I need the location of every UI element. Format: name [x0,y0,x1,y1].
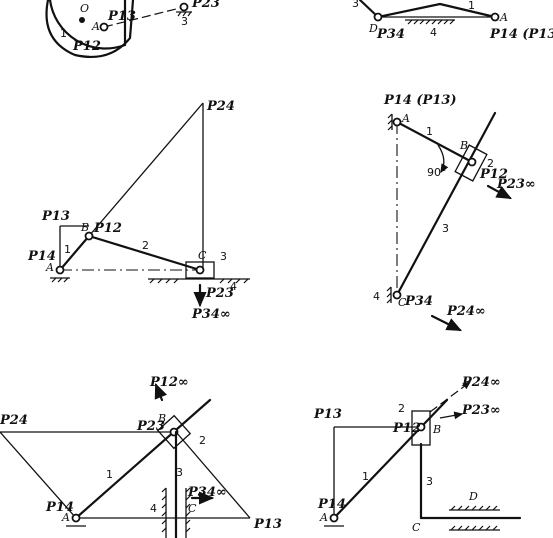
p12-label-f: P12 [392,421,421,436]
label-3f: 3 [426,475,433,488]
label-a-b: A [499,11,508,24]
label-1e: 1 [106,468,113,481]
p24-label-b: P24 [206,99,235,114]
label-3c: 3 [220,250,227,263]
p34-label: P34 [376,27,405,42]
p13-label-b: P13 [41,209,70,224]
pin-a2 [490,12,500,22]
label-b3: B [80,221,89,234]
figure-5: P12∞ P24 P23 B 2 1 3 4 A C P14 P34∞ P13 [0,375,282,538]
p24-label-f: P24∞ [461,375,501,390]
cam-circle [48,0,127,50]
p13-label-f: P13 [313,407,342,422]
label-c5: C [188,502,197,515]
label-d: D [368,22,378,35]
pin-a [99,22,109,32]
label-a4: A [401,112,410,125]
p34-label-d: P34 [404,294,433,309]
p12-label-e: P12∞ [149,375,189,390]
label-a6: A [319,511,328,524]
p14p13-label-d: P14 (P13) [383,93,457,108]
label-2f: 2 [398,402,405,415]
figure-3: P24 P13 P14 P12 B A C 1 2 3 4 P23 P34∞ [27,99,250,322]
label-3: 3 [181,15,188,28]
p23-label-b: P23 [205,286,234,301]
p34-label-e: P34∞ [187,485,227,500]
label-b6: B [432,423,441,436]
center-o [79,17,85,23]
p12-label-d: P12 [479,167,508,182]
slider-block [185,261,215,279]
label-a5: A [61,511,70,524]
label-4b: 4 [430,26,437,39]
label-3b: 3 [352,0,359,10]
label-4e: 4 [150,502,157,515]
label-c4: C [398,296,407,309]
p14-label-f: P14 [317,497,346,512]
slider-b5 [156,414,192,450]
p24-label-e: P24 [0,413,28,428]
p14-label-e: P14 [45,500,74,515]
label-1c: 1 [64,243,71,256]
label-a: A [91,20,100,33]
pin-d [373,12,383,22]
label-a3: A [45,261,54,274]
p13-label: P13 [107,9,136,24]
label-4d: 4 [373,290,380,303]
label-1f: 1 [362,470,369,483]
label-c3: C [198,249,207,262]
figure-2: 3 1 4 D A P34 P14 (P13) [352,0,553,42]
circle-arc [45,0,135,59]
label-o: O [80,2,89,15]
figure-6: P24∞ P23∞ P13 2 P12 B 1 3 P14 A C D [313,375,522,534]
p13-label-e: P13 [253,517,282,532]
p34-label-b: P34∞ [191,307,231,322]
p12-label: P12 [72,39,101,54]
p14p13-label: P14 (P13) [489,27,553,42]
link-dash [103,6,185,28]
p24-label-d: P24∞ [446,304,486,319]
label-1d: 1 [426,125,433,138]
p23-label-e: P23 [136,419,165,434]
p23-label-f: P23∞ [461,403,501,418]
label-4c: 4 [230,280,237,293]
p23-label-d: P23∞ [496,177,536,192]
figure-1: O A 1 3 P13 P12 P23 [45,0,220,59]
label-3d: 3 [442,222,449,235]
label-2c: 2 [142,239,149,252]
label-b5: B [157,412,166,425]
angle-90: 90° [427,166,447,179]
label-2e: 2 [199,434,206,447]
p14-label-b: P14 [27,249,56,264]
label-c6: C [412,521,421,534]
p12-label-b: P12 [93,221,122,236]
p23-label: P23 [191,0,220,11]
label-1b: 1 [468,0,475,12]
pin-p23 [179,2,189,12]
label-1: 1 [60,27,67,40]
label-2d: 2 [487,157,494,170]
slider-b [454,144,488,182]
label-d6: D [468,490,478,503]
figure-4: P14 (P13) A B 1 2 3 4 C 90° P12 P23∞ P34… [373,93,536,332]
label-b4: B [459,139,468,152]
label-3e: 3 [176,466,183,479]
